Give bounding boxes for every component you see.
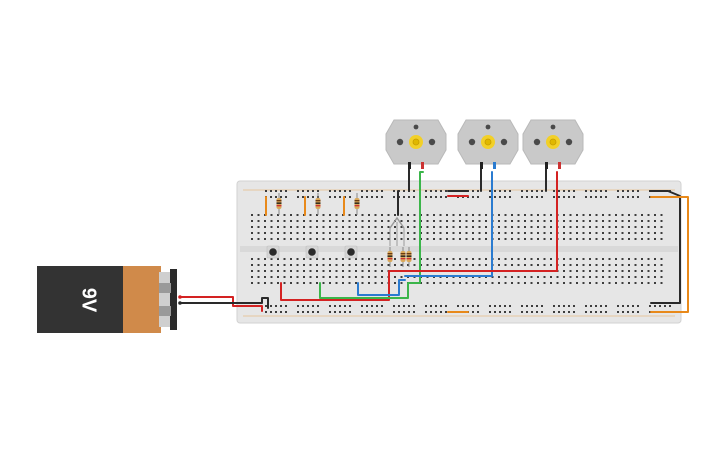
resistor[interactable] [276, 193, 282, 215]
battery-cap [123, 266, 161, 333]
transistor[interactable] [389, 216, 405, 246]
motor1-green-wire[interactable] [319, 171, 424, 299]
battery-9v[interactable]: 9V [37, 266, 182, 333]
right-black-wire[interactable] [650, 190, 681, 304]
dc-motor[interactable] [457, 119, 519, 169]
dc-motor[interactable] [522, 119, 584, 169]
dc-motor[interactable] [385, 119, 447, 169]
battery-clip [170, 269, 177, 330]
pushbutton[interactable] [344, 245, 358, 259]
resistor[interactable] [400, 247, 406, 267]
button-blue-wire[interactable] [357, 279, 406, 296]
button-red-wire[interactable] [280, 270, 390, 301]
motor2-blue-wire[interactable] [404, 171, 493, 277]
breadboard-center-channel [240, 246, 678, 252]
battery-black-wire[interactable] [180, 297, 269, 309]
pushbuttons [266, 245, 358, 259]
right-orange-wire[interactable] [650, 196, 689, 313]
resistor[interactable] [406, 247, 412, 267]
breadboard[interactable] [236, 180, 682, 324]
resistors [276, 193, 412, 267]
resistor[interactable] [354, 193, 360, 215]
pushbutton[interactable] [305, 245, 319, 259]
motors [385, 119, 584, 169]
wires [180, 167, 689, 313]
battery-body [37, 266, 125, 333]
resistor[interactable] [387, 247, 393, 267]
pushbutton[interactable] [266, 245, 280, 259]
resistor[interactable] [315, 193, 321, 215]
battery-terminal-block [159, 272, 171, 327]
battery-red-wire[interactable] [180, 296, 263, 312]
motor3-red-wire[interactable] [389, 171, 558, 272]
battery-label: 9V [78, 288, 100, 313]
